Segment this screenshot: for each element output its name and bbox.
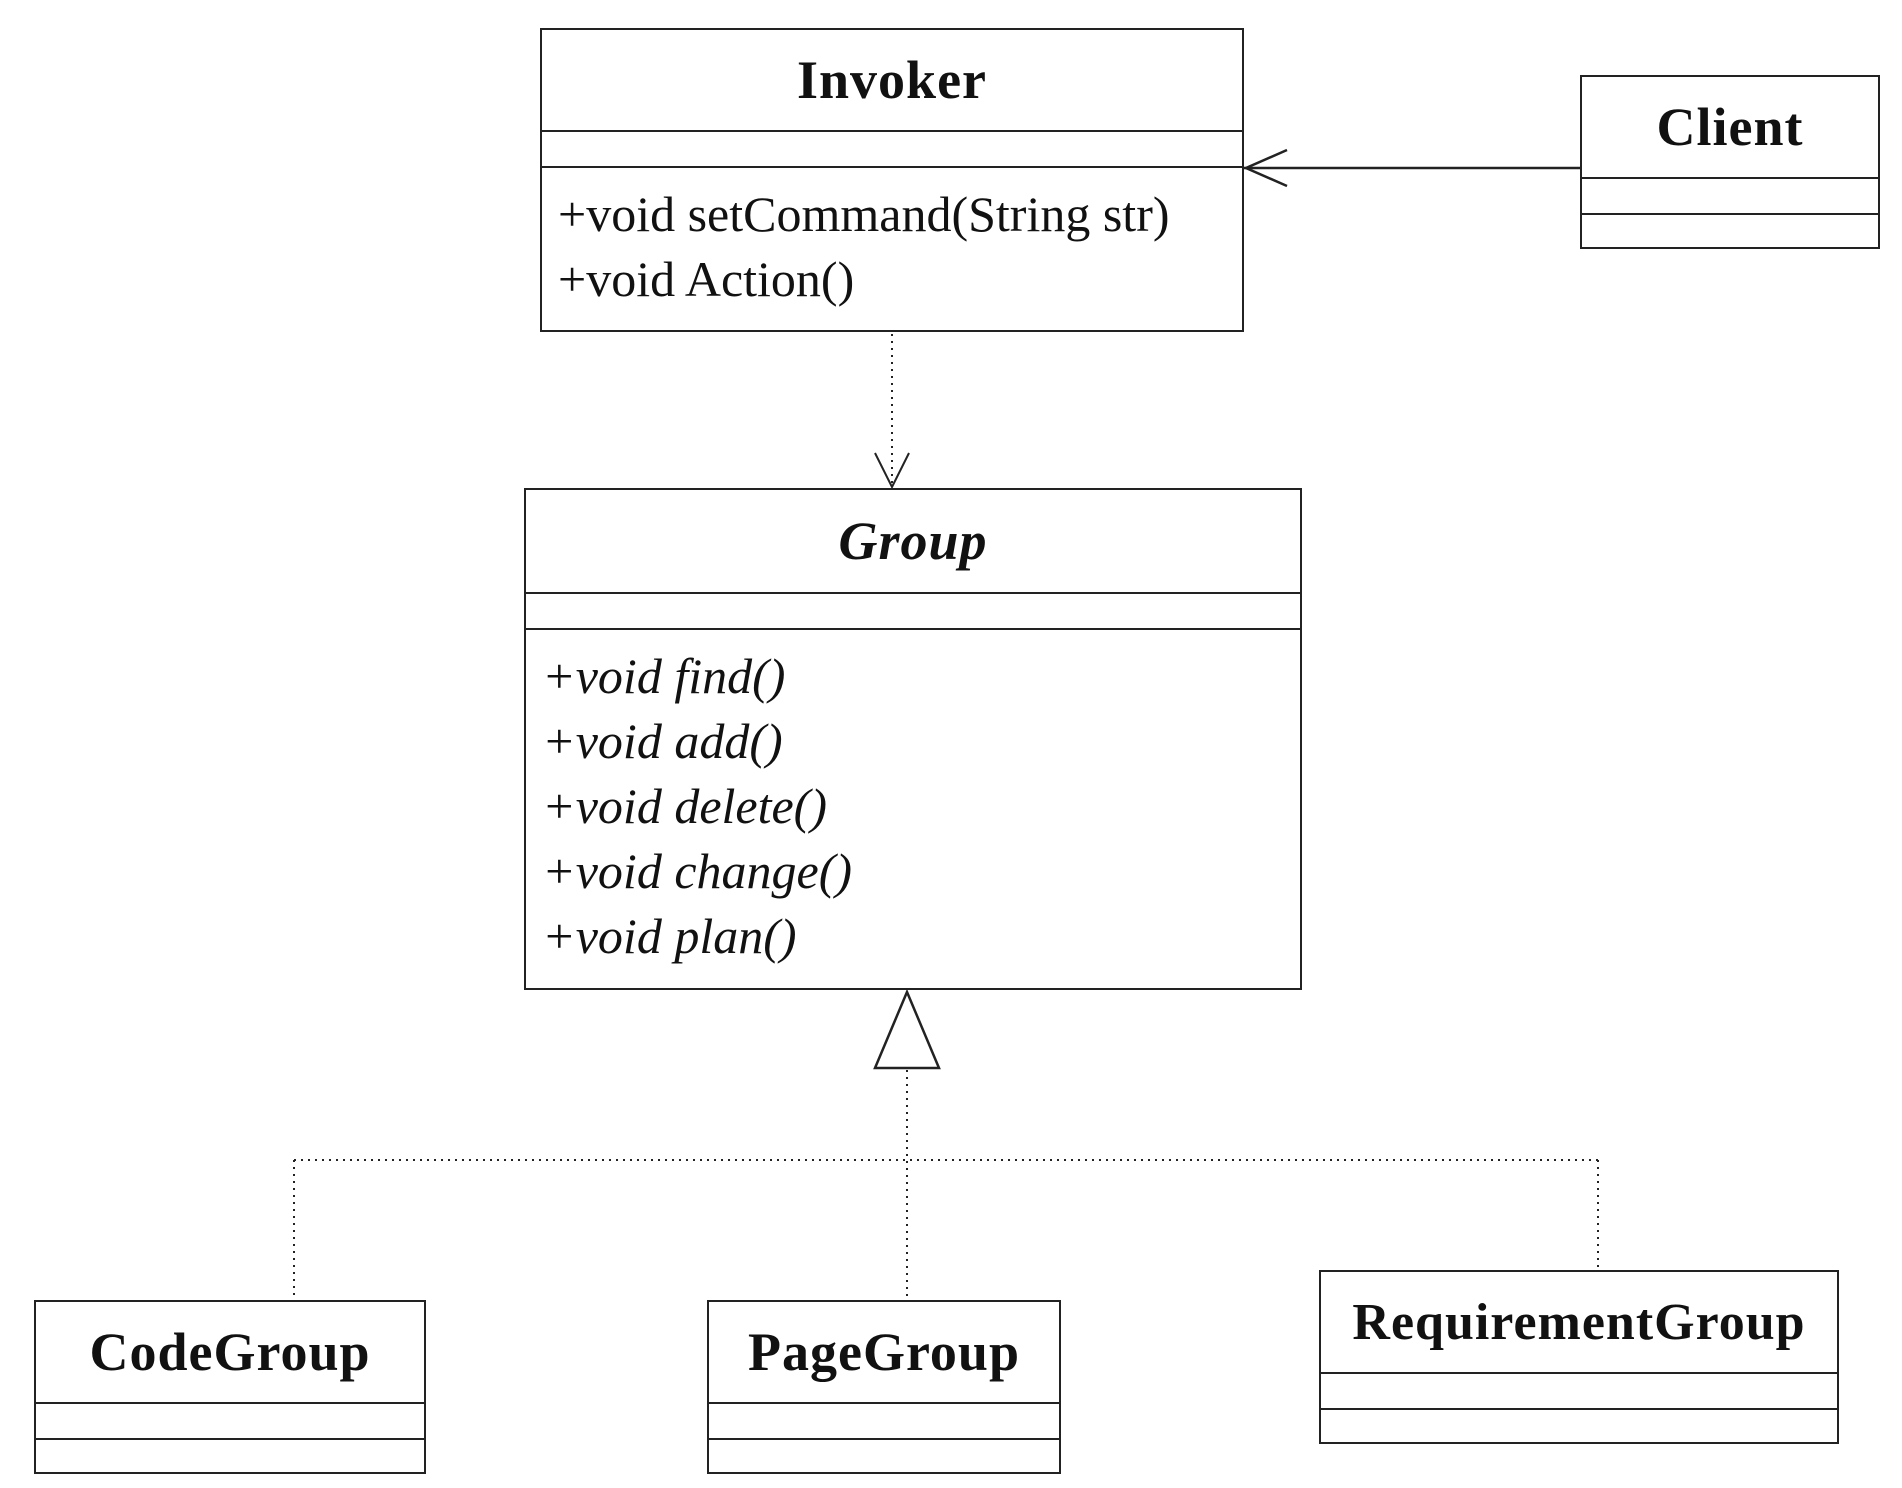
class-page-group: PageGroup (707, 1300, 1061, 1474)
operation: +void add() (542, 713, 783, 769)
operations-compartment (1582, 215, 1878, 247)
realization-tree (293, 988, 1599, 1298)
class-client: Client (1580, 75, 1880, 249)
open-arrowhead (1242, 148, 1288, 188)
class-group: Group +void find() +void add() +void del… (524, 488, 1302, 990)
operation: +void plan() (542, 908, 797, 964)
attributes-compartment (542, 132, 1242, 168)
operation: +void change() (542, 843, 853, 899)
class-invoker: Invoker +void setCommand(String str) +vo… (540, 28, 1244, 332)
operations-compartment (36, 1440, 424, 1472)
association-client-invoker (1242, 148, 1580, 188)
operation: +void Action() (558, 251, 855, 307)
operations-compartment (709, 1440, 1059, 1472)
class-requirement-group: RequirementGroup (1319, 1270, 1839, 1444)
class-code-group: CodeGroup (34, 1300, 426, 1474)
class-name: RequirementGroup (1321, 1272, 1837, 1374)
operations-compartment: +void setCommand(String str) +void Actio… (542, 168, 1242, 330)
open-arrowhead (874, 452, 910, 490)
realization-triangle (873, 988, 941, 1070)
attributes-compartment (709, 1404, 1059, 1440)
dependency-invoker-group (874, 334, 910, 490)
class-name: CodeGroup (36, 1302, 424, 1404)
attributes-compartment (1582, 179, 1878, 215)
attributes-compartment (36, 1404, 424, 1440)
class-name: Group (526, 490, 1300, 594)
operation: +void find() (542, 648, 786, 704)
operations-compartment (1321, 1410, 1837, 1442)
class-name: Invoker (542, 30, 1242, 132)
class-name: PageGroup (709, 1302, 1059, 1404)
operations-compartment: +void find() +void add() +void delete() … (526, 630, 1300, 988)
operation: +void delete() (542, 778, 827, 834)
attributes-compartment (1321, 1374, 1837, 1410)
operation: +void setCommand(String str) (558, 186, 1170, 242)
attributes-compartment (526, 594, 1300, 630)
class-name: Client (1582, 77, 1878, 179)
